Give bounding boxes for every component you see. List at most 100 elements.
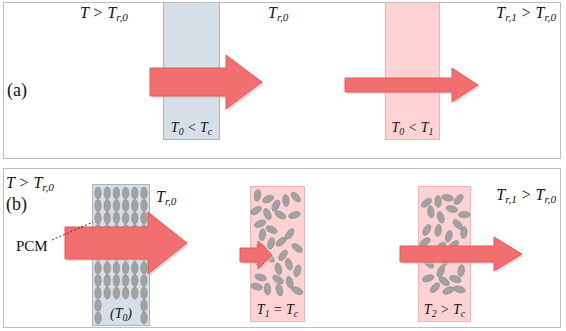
pcm-capsule <box>288 210 301 220</box>
math-symbol: T <box>496 4 505 21</box>
temperature-label: Tr,1 > Tr,0 <box>496 186 556 204</box>
math-symbol: T <box>286 302 294 317</box>
pcm-capsule <box>290 242 303 254</box>
math-subscript: 1 <box>429 126 434 137</box>
heat-arrows <box>65 55 522 274</box>
pcm-capsule <box>122 200 128 212</box>
pcm-capsule <box>282 194 290 207</box>
math-subscript: r,0 <box>116 11 128 23</box>
slab-temperature: (T0) <box>110 306 132 321</box>
pcm-capsule <box>453 285 466 294</box>
pcm-capsule <box>277 249 289 262</box>
material-label: PCM <box>16 238 48 255</box>
math-subscript: r,1 <box>505 193 517 205</box>
pcm-capsule <box>132 187 138 199</box>
material-slab: T2 > Tc <box>418 186 471 322</box>
heat-flow-arrow <box>150 55 262 109</box>
material-slab: (T0) <box>92 184 150 326</box>
temperature-label: Tr,0 <box>268 4 288 22</box>
pcm-capsule <box>132 287 138 299</box>
material-slab: T1 = Tc <box>250 186 305 322</box>
heat-flow-arrow <box>345 68 478 102</box>
pcm-capsule <box>253 218 267 228</box>
pcm-capsule <box>122 287 128 299</box>
math-symbol: T <box>496 186 505 203</box>
panel-label: (a) <box>7 81 27 101</box>
slab-temperature: T2 > Tc <box>424 302 465 317</box>
slab-temperature: T0 < T1 <box>392 120 434 135</box>
pcm-capsule <box>271 274 285 286</box>
pcm-capsule <box>141 312 147 324</box>
pcm-capsule <box>95 312 101 324</box>
pcm-capsule <box>95 262 101 274</box>
math-subscript: r,0 <box>544 193 556 205</box>
pcm-capsule <box>95 187 101 199</box>
pcm-capsule <box>275 283 284 296</box>
pcm-capsule <box>104 262 110 274</box>
pcm-capsule <box>132 262 138 274</box>
heat-flow-arrow <box>400 237 522 271</box>
pcm-capsule <box>249 205 263 217</box>
math-symbol: T <box>33 174 42 191</box>
pcm-capsule <box>265 224 279 235</box>
pcm-capsule <box>113 287 119 299</box>
math-symbol: T <box>536 4 545 21</box>
math-symbol: T <box>115 306 123 321</box>
math-symbol: T <box>392 120 400 135</box>
pcm-capsule <box>290 285 304 296</box>
pcm-capsule <box>457 264 465 277</box>
pcm-capsule <box>104 200 110 212</box>
pcm-capsule <box>284 258 293 271</box>
math-subscript: r,0 <box>277 11 289 23</box>
temperature-label: T > Tr,0 <box>6 174 54 192</box>
pcm-capsule <box>452 193 465 206</box>
pcm-capsule <box>141 187 147 199</box>
pcm-capsule <box>460 226 468 239</box>
pcm-capsule <box>458 211 470 218</box>
pcm-capsule <box>141 200 147 212</box>
pcm-capsule <box>261 194 275 205</box>
material-slab: T0 < T1 <box>385 2 440 140</box>
pcm-capsule <box>141 212 147 224</box>
pcm-capsule <box>289 190 302 203</box>
figure-panel: (a)T0 < TcT0 < T1 <box>3 2 561 159</box>
pcm-capsule <box>104 212 110 224</box>
math-subscript: r,0 <box>544 11 556 23</box>
pcm-capsule <box>441 194 454 202</box>
pcm-capsule <box>113 200 119 212</box>
math-subscript: 0 <box>122 312 127 323</box>
pcm-capsule <box>435 265 446 279</box>
pcm-capsule <box>141 275 147 287</box>
slab-fill <box>386 3 440 140</box>
pcm-capsule <box>122 275 128 287</box>
math-subscript: 2 <box>432 308 437 319</box>
pcm-capsule <box>427 205 435 218</box>
pcm-capsule <box>253 189 261 202</box>
pcm-capsule <box>254 273 267 282</box>
pcm-capsule <box>104 287 110 299</box>
pcm-capsule <box>264 283 271 295</box>
pcm-capsule <box>95 287 101 299</box>
math-symbol: T <box>200 120 208 135</box>
heat-flow-arrow <box>240 241 272 269</box>
pcm-capsule <box>132 200 138 212</box>
figure-panel: (b)(T0)T1 = TcT2 > Tc <box>3 168 561 328</box>
math-symbol: T <box>257 302 265 317</box>
pcm-capsule <box>435 195 442 207</box>
pcm-capsule <box>113 262 119 274</box>
pcm-capsule <box>421 223 432 237</box>
pcm-capsule <box>95 275 101 287</box>
pcm-capsule <box>266 237 275 250</box>
material-slab: T0 < Tc <box>163 2 220 140</box>
pcm-capsule <box>113 275 119 287</box>
pcm-capsule <box>122 262 128 274</box>
pcm-capsule <box>132 275 138 287</box>
leader-line <box>52 222 93 240</box>
pcm-capsule <box>274 235 287 247</box>
math-symbol: T <box>424 302 432 317</box>
math-subscript: r,0 <box>165 195 177 207</box>
pcm-capsule <box>250 282 263 291</box>
pcm-capsule <box>141 300 147 312</box>
pcm-capsule <box>449 274 462 284</box>
